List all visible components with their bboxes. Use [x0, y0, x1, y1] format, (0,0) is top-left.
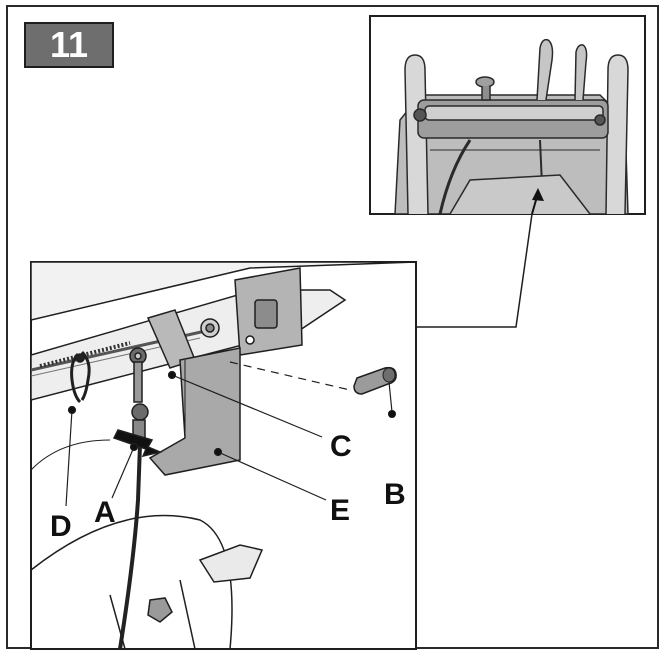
callout-b: B	[384, 478, 406, 511]
callout-e: E	[330, 494, 350, 527]
part-b-pin	[353, 366, 397, 418]
callout-d: D	[50, 510, 72, 543]
overview-inset	[369, 15, 646, 215]
detail-view	[30, 261, 417, 650]
step-number-badge: 11	[24, 22, 114, 68]
callout-c: C	[330, 430, 352, 463]
callout-a: A	[94, 496, 116, 529]
inset-leader-line	[416, 213, 533, 328]
callout-leaders	[65, 370, 327, 507]
